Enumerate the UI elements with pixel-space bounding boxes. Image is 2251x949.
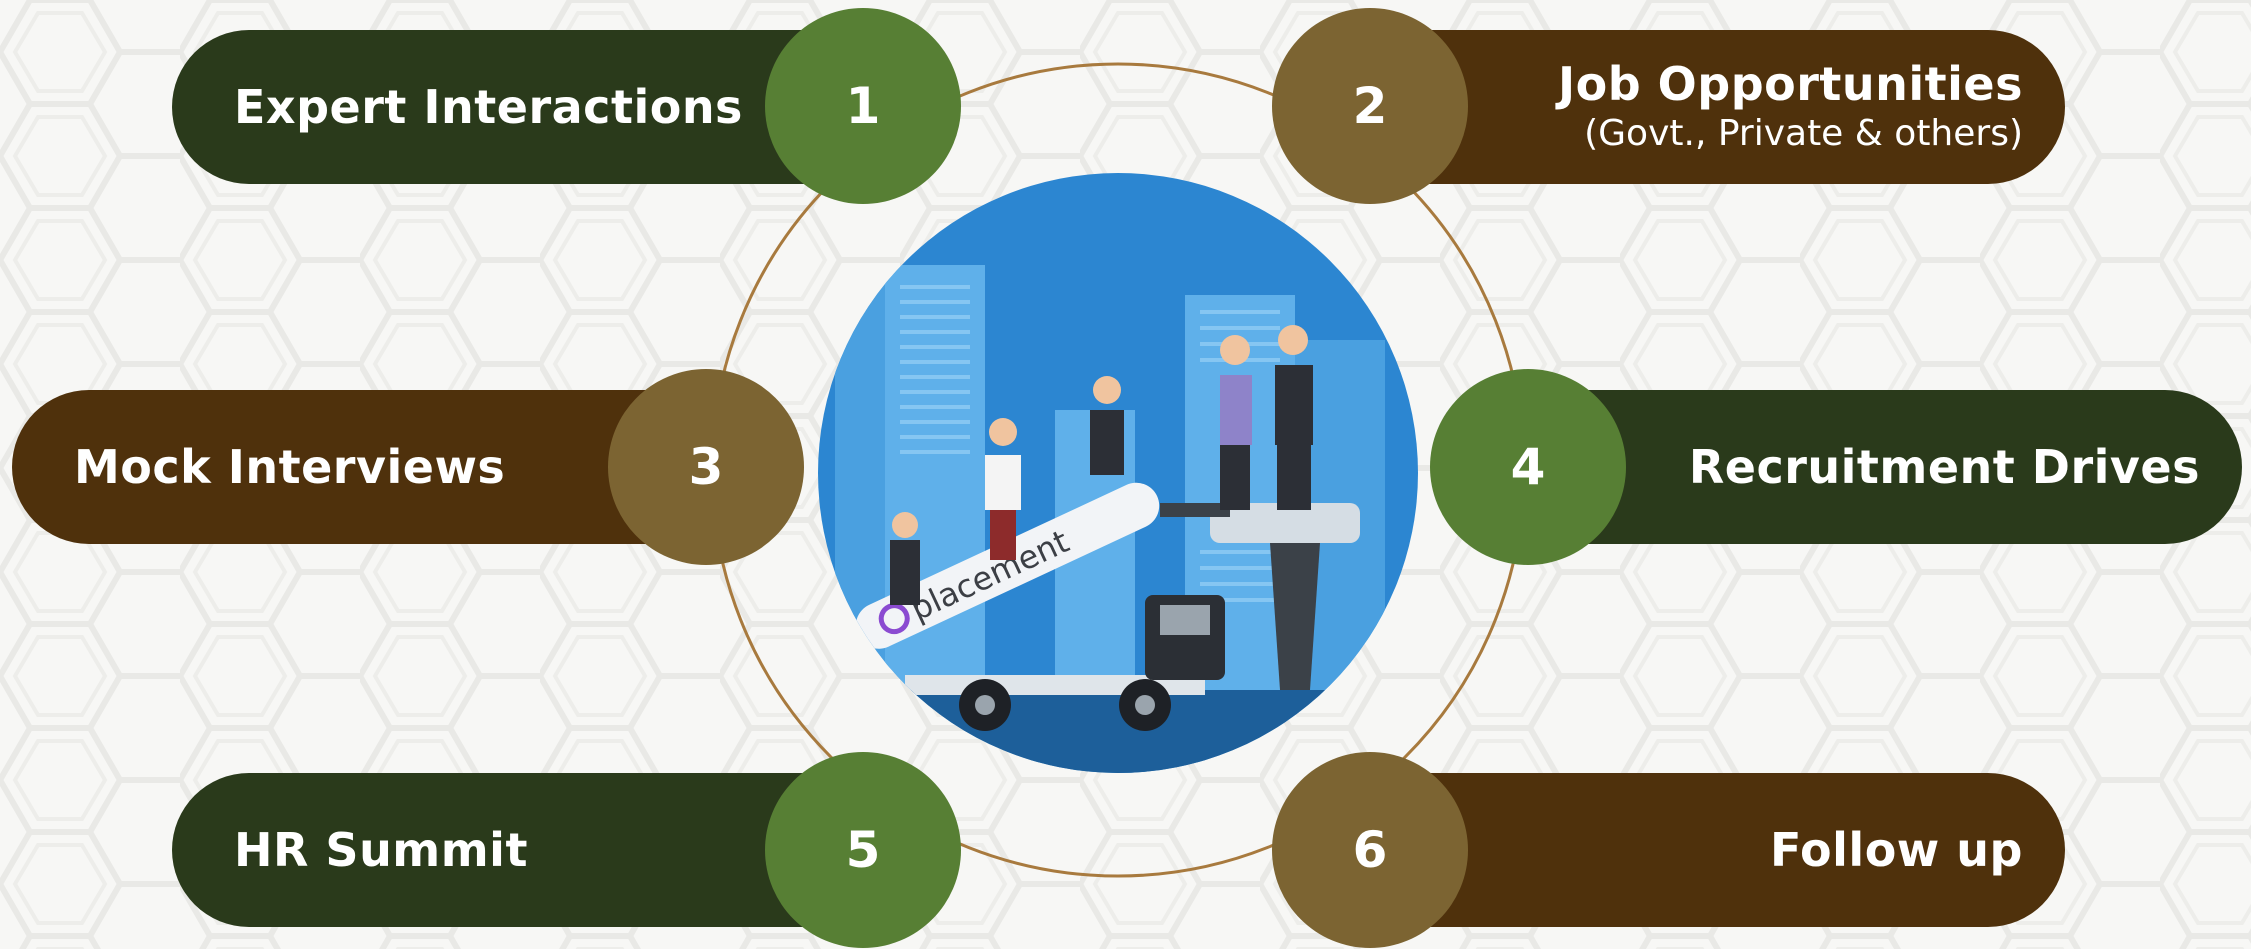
item-2-label: Job Opportunities (1558, 57, 2023, 112)
item-6-number-badge: 6 (1272, 752, 1468, 948)
item-4-number: 4 (1510, 438, 1546, 496)
item-2-sublabel: (Govt., Private & others) (1584, 112, 2023, 154)
item-4-label: Recruitment Drives (1688, 439, 2200, 494)
item-2-number-badge: 2 (1272, 8, 1468, 204)
item-5-number-badge: 5 (765, 752, 961, 948)
item-2-number: 2 (1352, 77, 1388, 135)
item-4-number-badge: 4 (1430, 369, 1626, 565)
item-3-label: Mock Interviews (74, 439, 506, 494)
item-5-number: 5 (845, 821, 881, 879)
item-3-number-badge: 3 (608, 369, 804, 565)
item-5-label: HR Summit (234, 822, 528, 877)
item-3-number: 3 (688, 438, 724, 496)
item-6-label: Follow up (1770, 822, 2023, 877)
item-1-number: 1 (845, 77, 881, 135)
item-6-number: 6 (1352, 821, 1388, 879)
item-1-label: Expert Interactions (234, 79, 743, 134)
item-1-number-badge: 1 (765, 8, 961, 204)
placement-illustration: placement (818, 173, 1418, 773)
